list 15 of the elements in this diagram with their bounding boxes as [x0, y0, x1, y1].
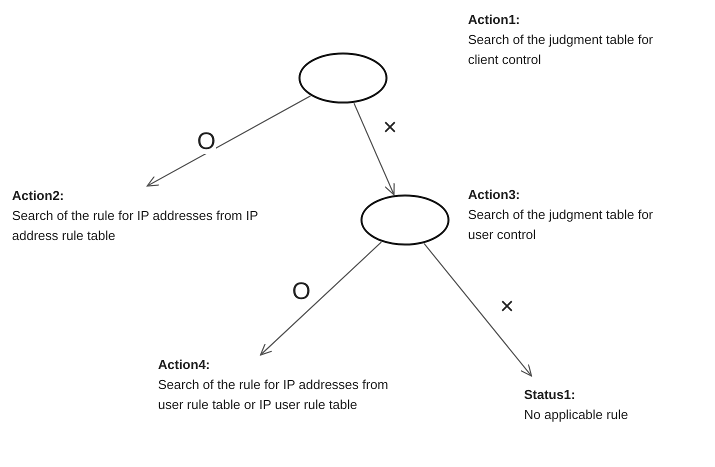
action-description: Search of the rule for IP addresses from IP address rule table [12, 207, 259, 245]
action-heading: Action4: [158, 356, 211, 374]
action-heading: Action3: [468, 186, 521, 204]
action-heading: Status1: [524, 386, 576, 404]
action-description: Search of the judgment table for user control [468, 206, 654, 244]
action-description: No applicable rule [524, 406, 630, 424]
action-heading: Action1: [468, 11, 521, 29]
edge-label: O [197, 130, 216, 154]
arrow [146, 95, 311, 187]
action-description: Search of the judgment table for client control [468, 31, 654, 69]
arrow [424, 243, 532, 377]
arrow [260, 242, 382, 356]
action-heading: Action2: [12, 187, 65, 205]
action-description: Search of the rule for IP addresses from user rule table or IP user rule table [158, 376, 390, 414]
arrow [353, 102, 395, 196]
